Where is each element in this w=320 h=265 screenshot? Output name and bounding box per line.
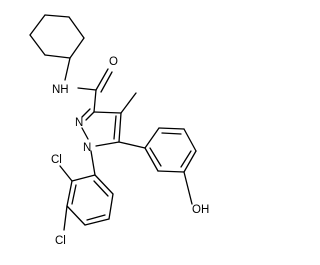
chloro-ortho-label: Cl [51,154,62,166]
bond-carbonyl-pyrazole [93,89,97,113]
molecule-drawing: NH O N N OH Cl Cl [29,14,209,247]
phenol-oh-label: OH [192,204,209,216]
amide-nh-label: NH [52,84,69,96]
cyclohexyl-ring [29,14,85,59]
structure-diagram: NH O N N OH Cl Cl [29,14,209,247]
hydroxyphenyl-ring [144,127,197,173]
methyl-group [120,92,137,114]
bond-ortho-chloro [59,165,73,182]
bond-para-chloro [63,205,68,231]
bond-nh-carbonyl [77,87,97,91]
carbonyl-oxygen-label: O [109,56,118,68]
bond-hydroxyl [183,171,193,205]
dichlorophenyl-ring [66,174,114,226]
chloro-para-label: Cl [55,235,66,247]
carbonyl-double-bond [95,68,113,93]
pyrazole-n1-label: N [83,142,91,154]
pyrazole-n2-label: N [75,117,83,129]
bond-cyclohexyl-nh [64,57,71,81]
bond-n1-aryl [90,150,96,176]
pyrazole-ring [81,108,122,147]
bond-c5-hydroxyphenyl [118,141,146,149]
